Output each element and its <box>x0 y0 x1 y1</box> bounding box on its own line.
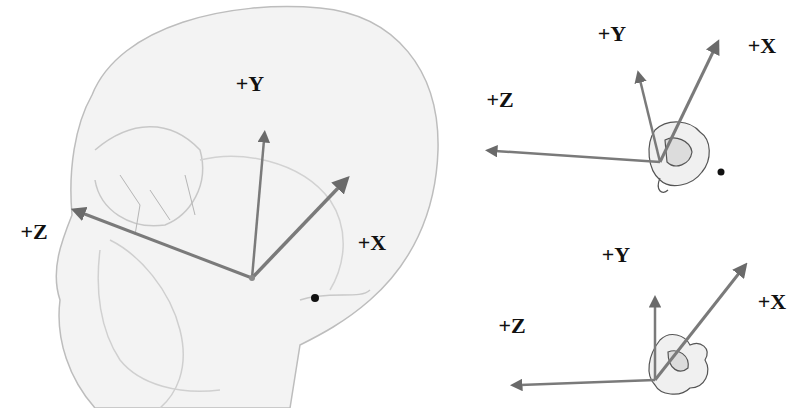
axis-label: +Z <box>486 89 513 111</box>
landmark-dot <box>718 169 725 176</box>
axis-label: +Y <box>236 73 264 95</box>
axis-label: +Y <box>598 23 626 45</box>
skull-axes <box>82 140 340 278</box>
vertebra-lower <box>649 335 708 395</box>
axis-label: +X <box>748 35 776 57</box>
axis-label: +Y <box>602 244 630 266</box>
vertebra-lower-axes <box>520 272 740 385</box>
axis-label: +X <box>758 291 786 313</box>
axis-label: +Z <box>498 315 525 337</box>
landmark-dot <box>311 294 319 302</box>
skull <box>56 7 438 408</box>
vertebra-upper-axes <box>495 50 714 162</box>
axis-label: +Z <box>20 221 47 243</box>
axis-label: +X <box>358 232 386 254</box>
